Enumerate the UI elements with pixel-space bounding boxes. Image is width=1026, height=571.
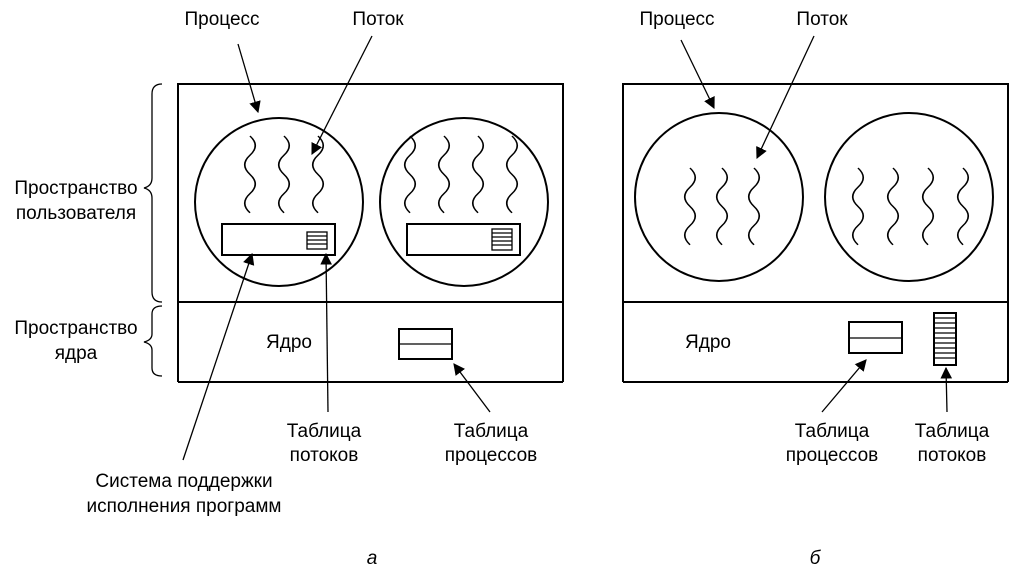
process-table-arrow-a (453, 363, 491, 413)
label-thread-table-b-1: Таблица (915, 421, 990, 442)
thread-squiggle (505, 135, 519, 214)
label-kernel-a: Ядро (266, 332, 312, 353)
label-thread-b: Поток (796, 9, 848, 30)
thread-arrow-a (311, 35, 373, 156)
label-thread-table-a-1: Таблица (287, 421, 362, 442)
thread-squiggle (921, 167, 935, 246)
threads-group-b-2 (851, 167, 970, 246)
caption-a: а (367, 548, 378, 569)
runtime-system-box-2 (406, 223, 521, 256)
thread-squiggle (715, 167, 729, 246)
thread-squiggle (851, 167, 865, 246)
process-circle-b-1 (634, 112, 804, 282)
label-kernel-space-2: ядра (55, 343, 98, 364)
label-process-b: Процесс (639, 9, 714, 30)
thread-squiggle (683, 167, 697, 246)
user-space-box (177, 83, 564, 303)
threads-group-b-1 (683, 167, 761, 246)
user-space-brace (143, 83, 163, 303)
thread-squiggle (403, 135, 417, 214)
thread-table-b (933, 312, 957, 366)
kernel-space-box-b (622, 302, 1009, 383)
label-thread-table-b-2: потоков (918, 445, 987, 466)
diagram-a: Процесс Поток Пространство пользователя … (14, 9, 564, 569)
thread-squiggle (243, 135, 257, 214)
label-process-table-b-1: Таблица (795, 421, 870, 442)
thread-squiggle (747, 167, 761, 246)
label-thread-table-a-2: потоков (290, 445, 359, 466)
thread-table-1 (306, 231, 328, 250)
label-runtime-1: Система поддержки (95, 471, 272, 492)
process-circle-b-2 (824, 112, 994, 282)
process-circle-1 (194, 117, 364, 287)
threads-group-1 (243, 135, 325, 214)
user-space-box-b (622, 83, 1009, 303)
diagram-b: Процесс Поток Ядро Таблица процессов Таб… (622, 9, 1009, 569)
label-process-table-a-1: Таблица (454, 421, 529, 442)
thread-squiggle (956, 167, 970, 246)
label-kernel-space-1: Пространство (14, 318, 137, 339)
label-process-table-b-2: процессов (786, 445, 879, 466)
process-arrow-b (680, 39, 715, 110)
label-process-a: Процесс (184, 9, 259, 30)
kernel-space-brace (143, 305, 163, 377)
label-kernel-b: Ядро (685, 332, 731, 353)
runtime-system-box-1 (221, 223, 336, 256)
thread-squiggle (886, 167, 900, 246)
label-user-space-1: Пространство (14, 178, 137, 199)
thread-arrow-b (756, 35, 815, 160)
label-user-space-2: пользователя (16, 203, 136, 224)
thread-squiggle (311, 135, 325, 214)
threads-group-2 (403, 135, 519, 214)
thread-squiggle (437, 135, 451, 214)
caption-b: б (810, 548, 822, 569)
label-runtime-2: исполнения программ (87, 496, 282, 517)
runtime-arrow (182, 252, 255, 461)
label-thread-a: Поток (352, 9, 404, 30)
thread-table-2 (491, 228, 513, 251)
process-table-b (848, 321, 903, 354)
thread-table-arrow-a (320, 252, 332, 413)
process-arrow-a (237, 43, 261, 114)
thread-squiggle (277, 135, 291, 214)
thread-squiggle (471, 135, 485, 214)
process-table-arrow-b (821, 359, 867, 413)
kernel-space-box (177, 302, 564, 383)
thread-table-arrow-b (940, 366, 953, 413)
label-process-table-a-2: процессов (445, 445, 538, 466)
process-circle-2 (379, 117, 549, 287)
process-table-a (398, 328, 453, 360)
